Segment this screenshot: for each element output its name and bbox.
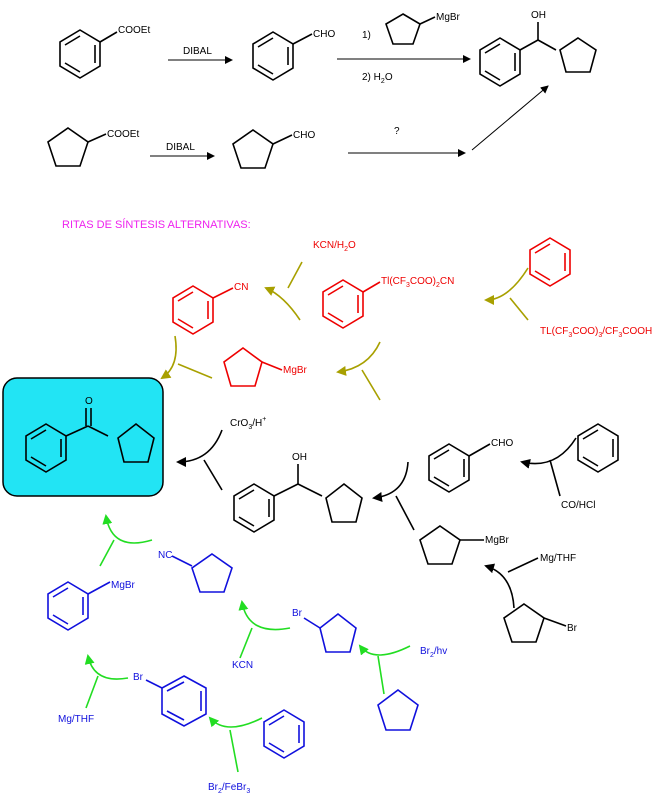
black-oh: OH bbox=[292, 452, 307, 463]
ethyl-benzoate: COOEt bbox=[59, 25, 150, 79]
blue-phenyl-grignard: MgBr bbox=[47, 580, 136, 631]
mg-thf: Mg/THF bbox=[540, 553, 576, 564]
green-arrow-bromination bbox=[358, 644, 411, 656]
ester-label: COOEt bbox=[118, 25, 150, 36]
dibal-label-2: DIBAL bbox=[166, 142, 195, 153]
aldehyde-label-2: CHO bbox=[293, 130, 315, 141]
cho-label: CHO bbox=[491, 438, 513, 449]
step2-label: 2) H2O bbox=[362, 72, 393, 85]
tl-reagent: TL(CF3COO)3/CF3COOH bbox=[540, 326, 652, 339]
carbonyl-o: O bbox=[85, 396, 93, 407]
tl-label: Tl(CF3COO)2CN bbox=[381, 276, 454, 289]
red-benzonitrile: CN bbox=[172, 282, 248, 335]
red-cyclopentyl-grignard: MgBr bbox=[223, 347, 308, 387]
target-ketone: O bbox=[25, 396, 155, 473]
blue-mgbr: MgBr bbox=[111, 580, 136, 591]
olive-arrow-to-ketone bbox=[160, 335, 177, 380]
black-benzaldehyde: CHO bbox=[428, 438, 513, 493]
blue-nitrile: NC bbox=[158, 550, 233, 593]
red-aryl-thallium: Tl(CF3COO)2CN bbox=[322, 276, 454, 329]
kcn-h2o: KCN/H2O bbox=[313, 240, 356, 253]
arrow-grignard-add bbox=[372, 461, 409, 502]
arrow-formylation bbox=[520, 437, 577, 469]
black-br: Br bbox=[567, 623, 578, 634]
ester-label-2: COOEt bbox=[107, 129, 139, 140]
cn-label: CN bbox=[234, 282, 248, 293]
reaction-arrow-5 bbox=[471, 85, 549, 151]
black-alcohol: OH bbox=[233, 452, 363, 533]
olive-arrow-kcn bbox=[264, 286, 301, 321]
blue-cyclopentane bbox=[377, 689, 419, 731]
dibal-label-1: DIBAL bbox=[183, 46, 212, 57]
black-cyclopentyl-grignard: MgBr bbox=[419, 525, 510, 565]
section-title: RITAS DE SÍNTESIS ALTERNATIVAS: bbox=[62, 218, 251, 231]
cyclopentyl-ring bbox=[385, 13, 421, 45]
unknown-reagent: ? bbox=[394, 126, 400, 137]
aldehyde-label: CHO bbox=[313, 29, 335, 40]
oh-label: OH bbox=[531, 10, 546, 21]
co-hcl: CO/HCl bbox=[561, 500, 595, 511]
black-mgbr: MgBr bbox=[485, 535, 510, 546]
target-molecule-box bbox=[2, 377, 164, 497]
br2-hv: Br2/hv bbox=[420, 646, 447, 659]
olive-arrow-grignard bbox=[336, 341, 381, 376]
red-benzene bbox=[529, 237, 571, 287]
blue-bromocyclopentane: Br bbox=[292, 608, 357, 653]
step1-label: 1) bbox=[362, 30, 371, 41]
black-benzene bbox=[577, 423, 619, 473]
blue-kcn: KCN bbox=[232, 660, 253, 671]
benzaldehyde: CHO bbox=[252, 29, 335, 81]
ethyl-cyclopentanecarboxylate: COOEt bbox=[47, 127, 139, 167]
arrow-grignard-prep bbox=[484, 563, 515, 609]
blue-bromobenzene: Br bbox=[133, 672, 207, 727]
black-bromocyclopentane: Br bbox=[503, 603, 578, 643]
red-mgbr: MgBr bbox=[283, 365, 308, 376]
arrow-oxidation bbox=[176, 429, 223, 467]
cyclopentanecarbaldehyde: CHO bbox=[232, 129, 315, 169]
nc-label: NC bbox=[158, 550, 172, 561]
green-arrow-kcn bbox=[238, 600, 291, 631]
blue-mg-thf: Mg/THF bbox=[58, 714, 94, 725]
blue-br1: Br bbox=[292, 608, 303, 619]
green-arrow-mg-thf bbox=[84, 654, 129, 680]
green-arrow-to-ketone bbox=[102, 514, 153, 544]
product-alcohol: OH bbox=[479, 10, 597, 87]
blue-br2: Br bbox=[133, 672, 144, 683]
br2-febr3: Br2/FeBr3 bbox=[208, 782, 250, 795]
grignard-label: MgBr bbox=[436, 12, 461, 23]
blue-benzene bbox=[263, 709, 305, 759]
green-arrow-febr3 bbox=[208, 716, 263, 728]
cro3-label: CrO3/H+ bbox=[230, 416, 266, 431]
olive-arrow-tl bbox=[484, 267, 529, 305]
